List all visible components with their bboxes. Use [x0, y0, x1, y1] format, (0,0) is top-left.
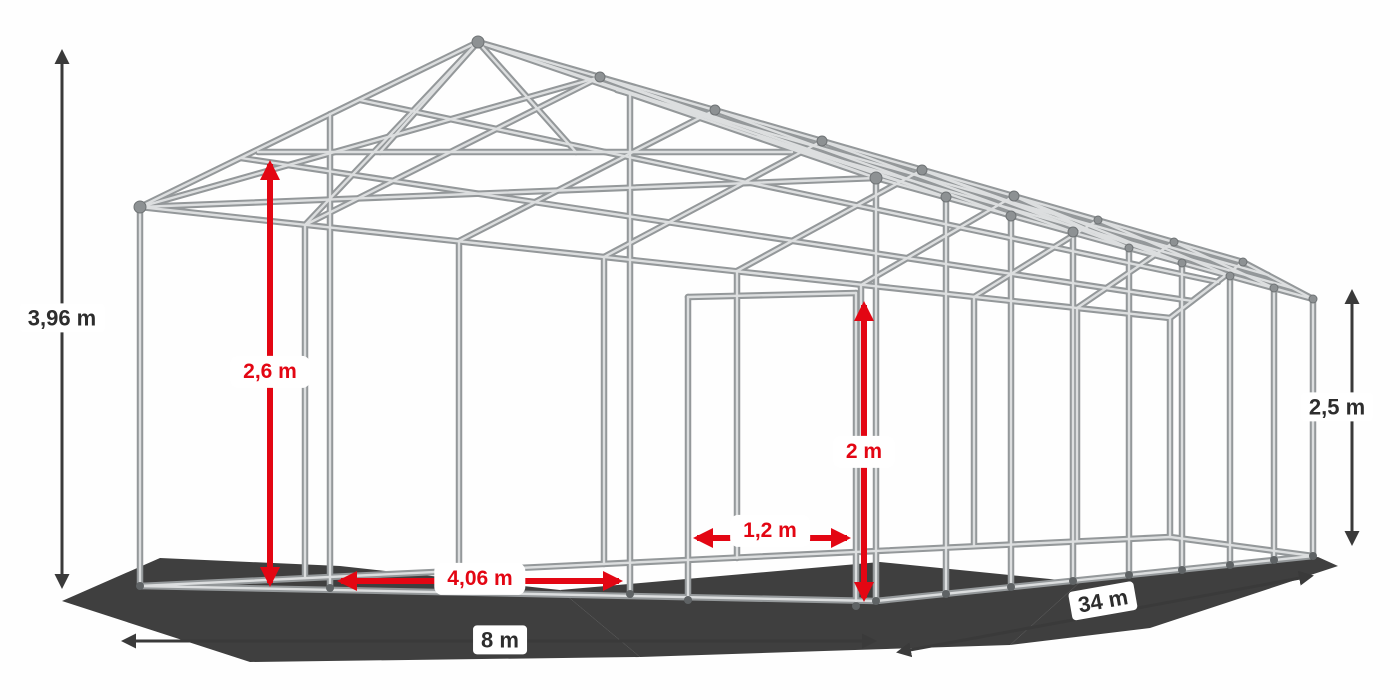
dim-label-side-height: 2,5 m	[1300, 392, 1374, 422]
dim-label-width: 8 m	[473, 625, 527, 655]
dim-label-entrance-width: 4,06 m	[434, 562, 526, 596]
dim-label-door-height: 2 m	[832, 435, 896, 469]
dim-label-door-width: 1,2 m	[730, 514, 810, 548]
dim-label-passage-height: 2,6 m	[230, 355, 310, 389]
frame-joint-connectors	[133, 35, 1318, 304]
dim-label-total-height: 3,96 m	[19, 303, 105, 333]
tent-frame	[140, 42, 1313, 606]
